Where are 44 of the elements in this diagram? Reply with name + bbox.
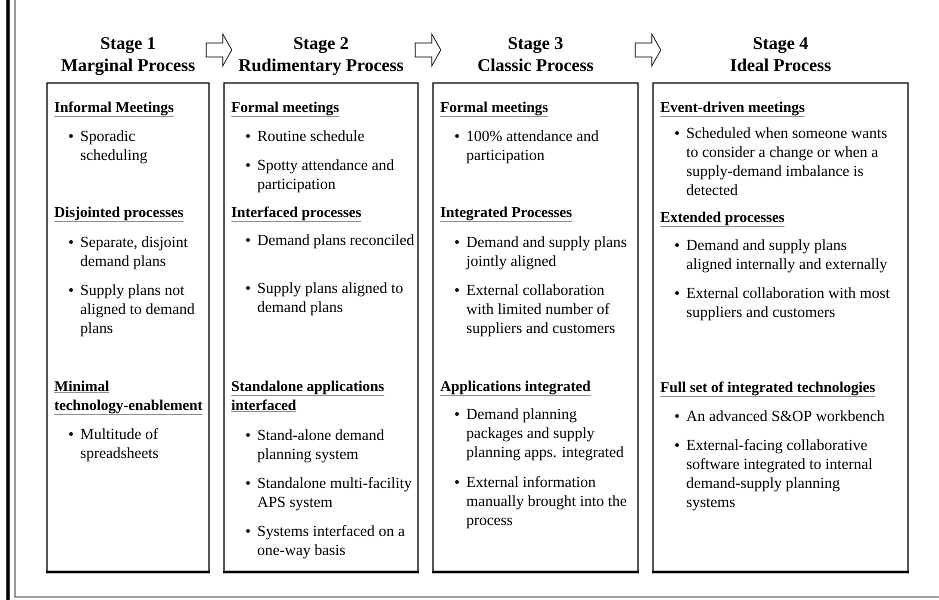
section-heading: Extended processes	[660, 212, 785, 227]
stage-title: Marginal Process	[61, 58, 195, 75]
stage-title: Stage 1	[101, 37, 155, 53]
section-heading: Applications integrated	[440, 380, 591, 396]
section-heading: Standalone applications interfaced	[231, 380, 384, 412]
section-heading: Interfaced processes	[231, 206, 362, 222]
section-heading: Minimal technology-enablement	[54, 380, 203, 415]
bullet-item: Demand planning packages and supply planning apps. integrated	[455, 408, 624, 460]
bullet-item: Supply plans not aligned to demand plans	[69, 284, 195, 336]
bullet-item: Sporadic scheduling	[69, 130, 148, 164]
bullet-item: Demand and supply plans aligned internally and externally	[675, 239, 888, 272]
stage-title: Rudimentary Process	[238, 58, 404, 75]
bullet-item: Separate, disjoint demand plans	[69, 236, 188, 270]
bullet-item: An advanced S&OP workbench	[675, 410, 884, 422]
section-heading: Disjointed processes	[54, 206, 184, 222]
stage-title: Stage 2	[294, 37, 348, 53]
bullet-item: Demand and supply plans jointly aligned	[455, 236, 626, 270]
bullet-item: External collaboration with limited number of suppliers and customers	[455, 284, 615, 336]
bullet-item: Spotty attendance and participation	[246, 159, 394, 192]
bullet-item: Stand-alone demand planning system	[246, 429, 384, 462]
stage-title: Stage 4	[754, 37, 808, 53]
bullet-item: External collaboration with most suppliers and customers	[675, 287, 890, 320]
section-heading: Event-driven meetings	[660, 102, 805, 117]
bullet-item: Routine schedule	[246, 130, 364, 142]
stage-title: Stage 3	[508, 37, 563, 53]
block-arrow	[634, 32, 662, 68]
bullet-item: Scheduled when someone wants to consider a change or when a supply-demand imbalance is detected	[675, 127, 887, 196]
block-arrow	[414, 32, 442, 68]
bullet-item: Demand plans reconciled	[246, 234, 414, 248]
bullet-item: 100% attendance and participation	[455, 130, 599, 164]
stage-title: Ideal Process	[730, 58, 831, 72]
section-heading: Formal meetings	[440, 102, 548, 117]
section-heading: Full set of integrated technologies	[660, 381, 876, 397]
bullet-item: Multitude of spreadsheets	[69, 428, 158, 462]
bullet-item: Systems interfaced on a one-way basis	[246, 525, 405, 558]
section-heading: Integrated Processes	[440, 206, 572, 222]
section-heading: Informal Meetings	[54, 101, 174, 117]
section-heading: Formal meetings	[231, 102, 340, 117]
bullet-item: Supply plans aligned to demand plans	[246, 282, 403, 316]
block-arrow	[206, 32, 232, 68]
bullet-item: External-facing collaborative software integrated to internal demand-supply planning systems	[675, 439, 872, 510]
bullet-item: Standalone multi-facility APS system	[246, 477, 412, 510]
bullet-item: External information manually brought into the process	[455, 476, 626, 528]
stage-title: Classic Process	[478, 58, 594, 72]
